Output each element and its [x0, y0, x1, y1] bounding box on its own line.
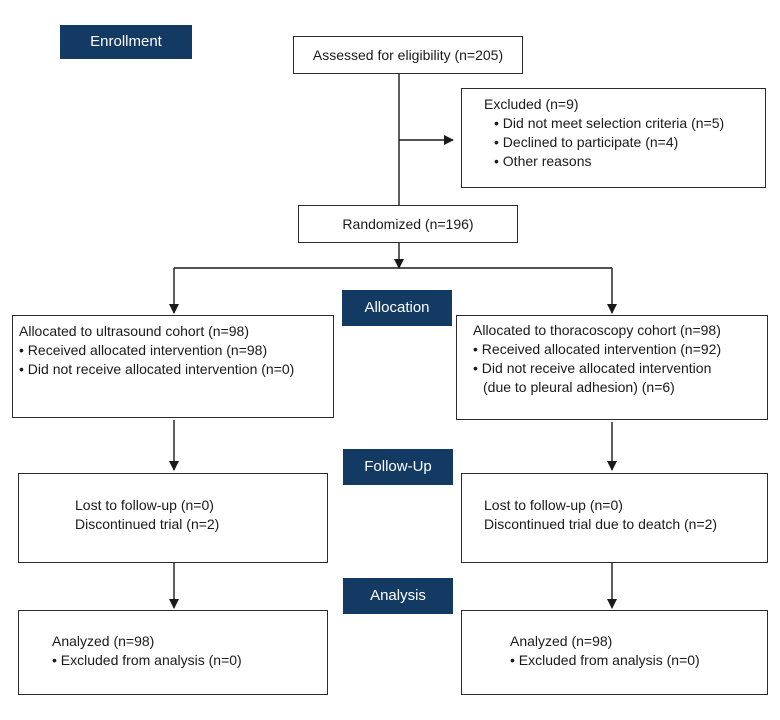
ultrasound-followup-box: Lost to follow-up (n=0) Discontinued tri… — [18, 473, 328, 563]
assessed-box: Assessed for eligibility (n=205) — [293, 36, 523, 74]
thoracoscopy-analysis-box: Analyzed (n=98) • Excluded from analysis… — [461, 610, 768, 695]
stage-follow-up-label: Follow-Up — [364, 458, 432, 475]
ultrasound-allocation-box: Allocated to ultrasound cohort (n=98) • … — [12, 315, 334, 418]
ultrasound-followup-line: Discontinued trial (n=2) — [75, 516, 220, 532]
thoracoscopy-allocation-item: (due to pleural adhesion) (n=6) — [483, 379, 675, 395]
stage-follow-up: Follow-Up — [343, 449, 453, 485]
randomized-text: Randomized (n=196) — [342, 216, 474, 232]
thoracoscopy-allocation-box: Allocated to thoracoscopy cohort (n=98) … — [456, 315, 768, 420]
ultrasound-allocation-item: • Did not receive allocated intervention… — [19, 361, 295, 377]
thoracoscopy-followup-box: Lost to follow-up (n=0) Discontinued tri… — [461, 473, 768, 563]
thoracoscopy-analysis-title: Analyzed (n=98) — [510, 633, 613, 649]
ultrasound-followup-line: Lost to follow-up (n=0) — [75, 497, 214, 513]
excluded-title: Excluded (n=9) — [484, 96, 579, 112]
excluded-item: • Did not meet selection criteria (n=5) — [494, 115, 725, 131]
ultrasound-analysis-item: • Excluded from analysis (n=0) — [52, 652, 242, 668]
thoracoscopy-analysis-item: • Excluded from analysis (n=0) — [510, 652, 700, 668]
ultrasound-allocation-item: • Received allocated intervention (n=98) — [19, 342, 268, 358]
ultrasound-analysis-box: Analyzed (n=98) • Excluded from analysis… — [18, 610, 328, 695]
thoracoscopy-followup-line: Lost to follow-up (n=0) — [484, 497, 623, 513]
stage-enrollment-label: Enrollment — [90, 33, 162, 50]
stage-enrollment: Enrollment — [60, 25, 192, 59]
thoracoscopy-allocation-item: • Did not receive allocated intervention — [473, 360, 712, 376]
thoracoscopy-allocation-item: • Received allocated intervention (n=92) — [473, 341, 722, 357]
thoracoscopy-allocation-title: Allocated to thoracoscopy cohort (n=98) — [473, 322, 721, 338]
randomized-box: Randomized (n=196) — [298, 205, 518, 243]
stage-allocation: Allocation — [342, 290, 452, 326]
excluded-box: Excluded (n=9) • Did not meet selection … — [461, 88, 766, 188]
assessed-text: Assessed for eligibility (n=205) — [312, 47, 504, 63]
stage-allocation-label: Allocation — [364, 299, 430, 316]
thoracoscopy-followup-line: Discontinued trial due to deatch (n=2) — [484, 516, 718, 532]
stage-analysis: Analysis — [343, 578, 453, 614]
excluded-item: • Declined to participate (n=4) — [494, 134, 679, 150]
ultrasound-analysis-title: Analyzed (n=98) — [52, 633, 155, 649]
stage-analysis-label: Analysis — [370, 587, 426, 604]
excluded-item: • Other reasons — [494, 153, 592, 169]
ultrasound-allocation-title: Allocated to ultrasound cohort (n=98) — [19, 323, 249, 339]
